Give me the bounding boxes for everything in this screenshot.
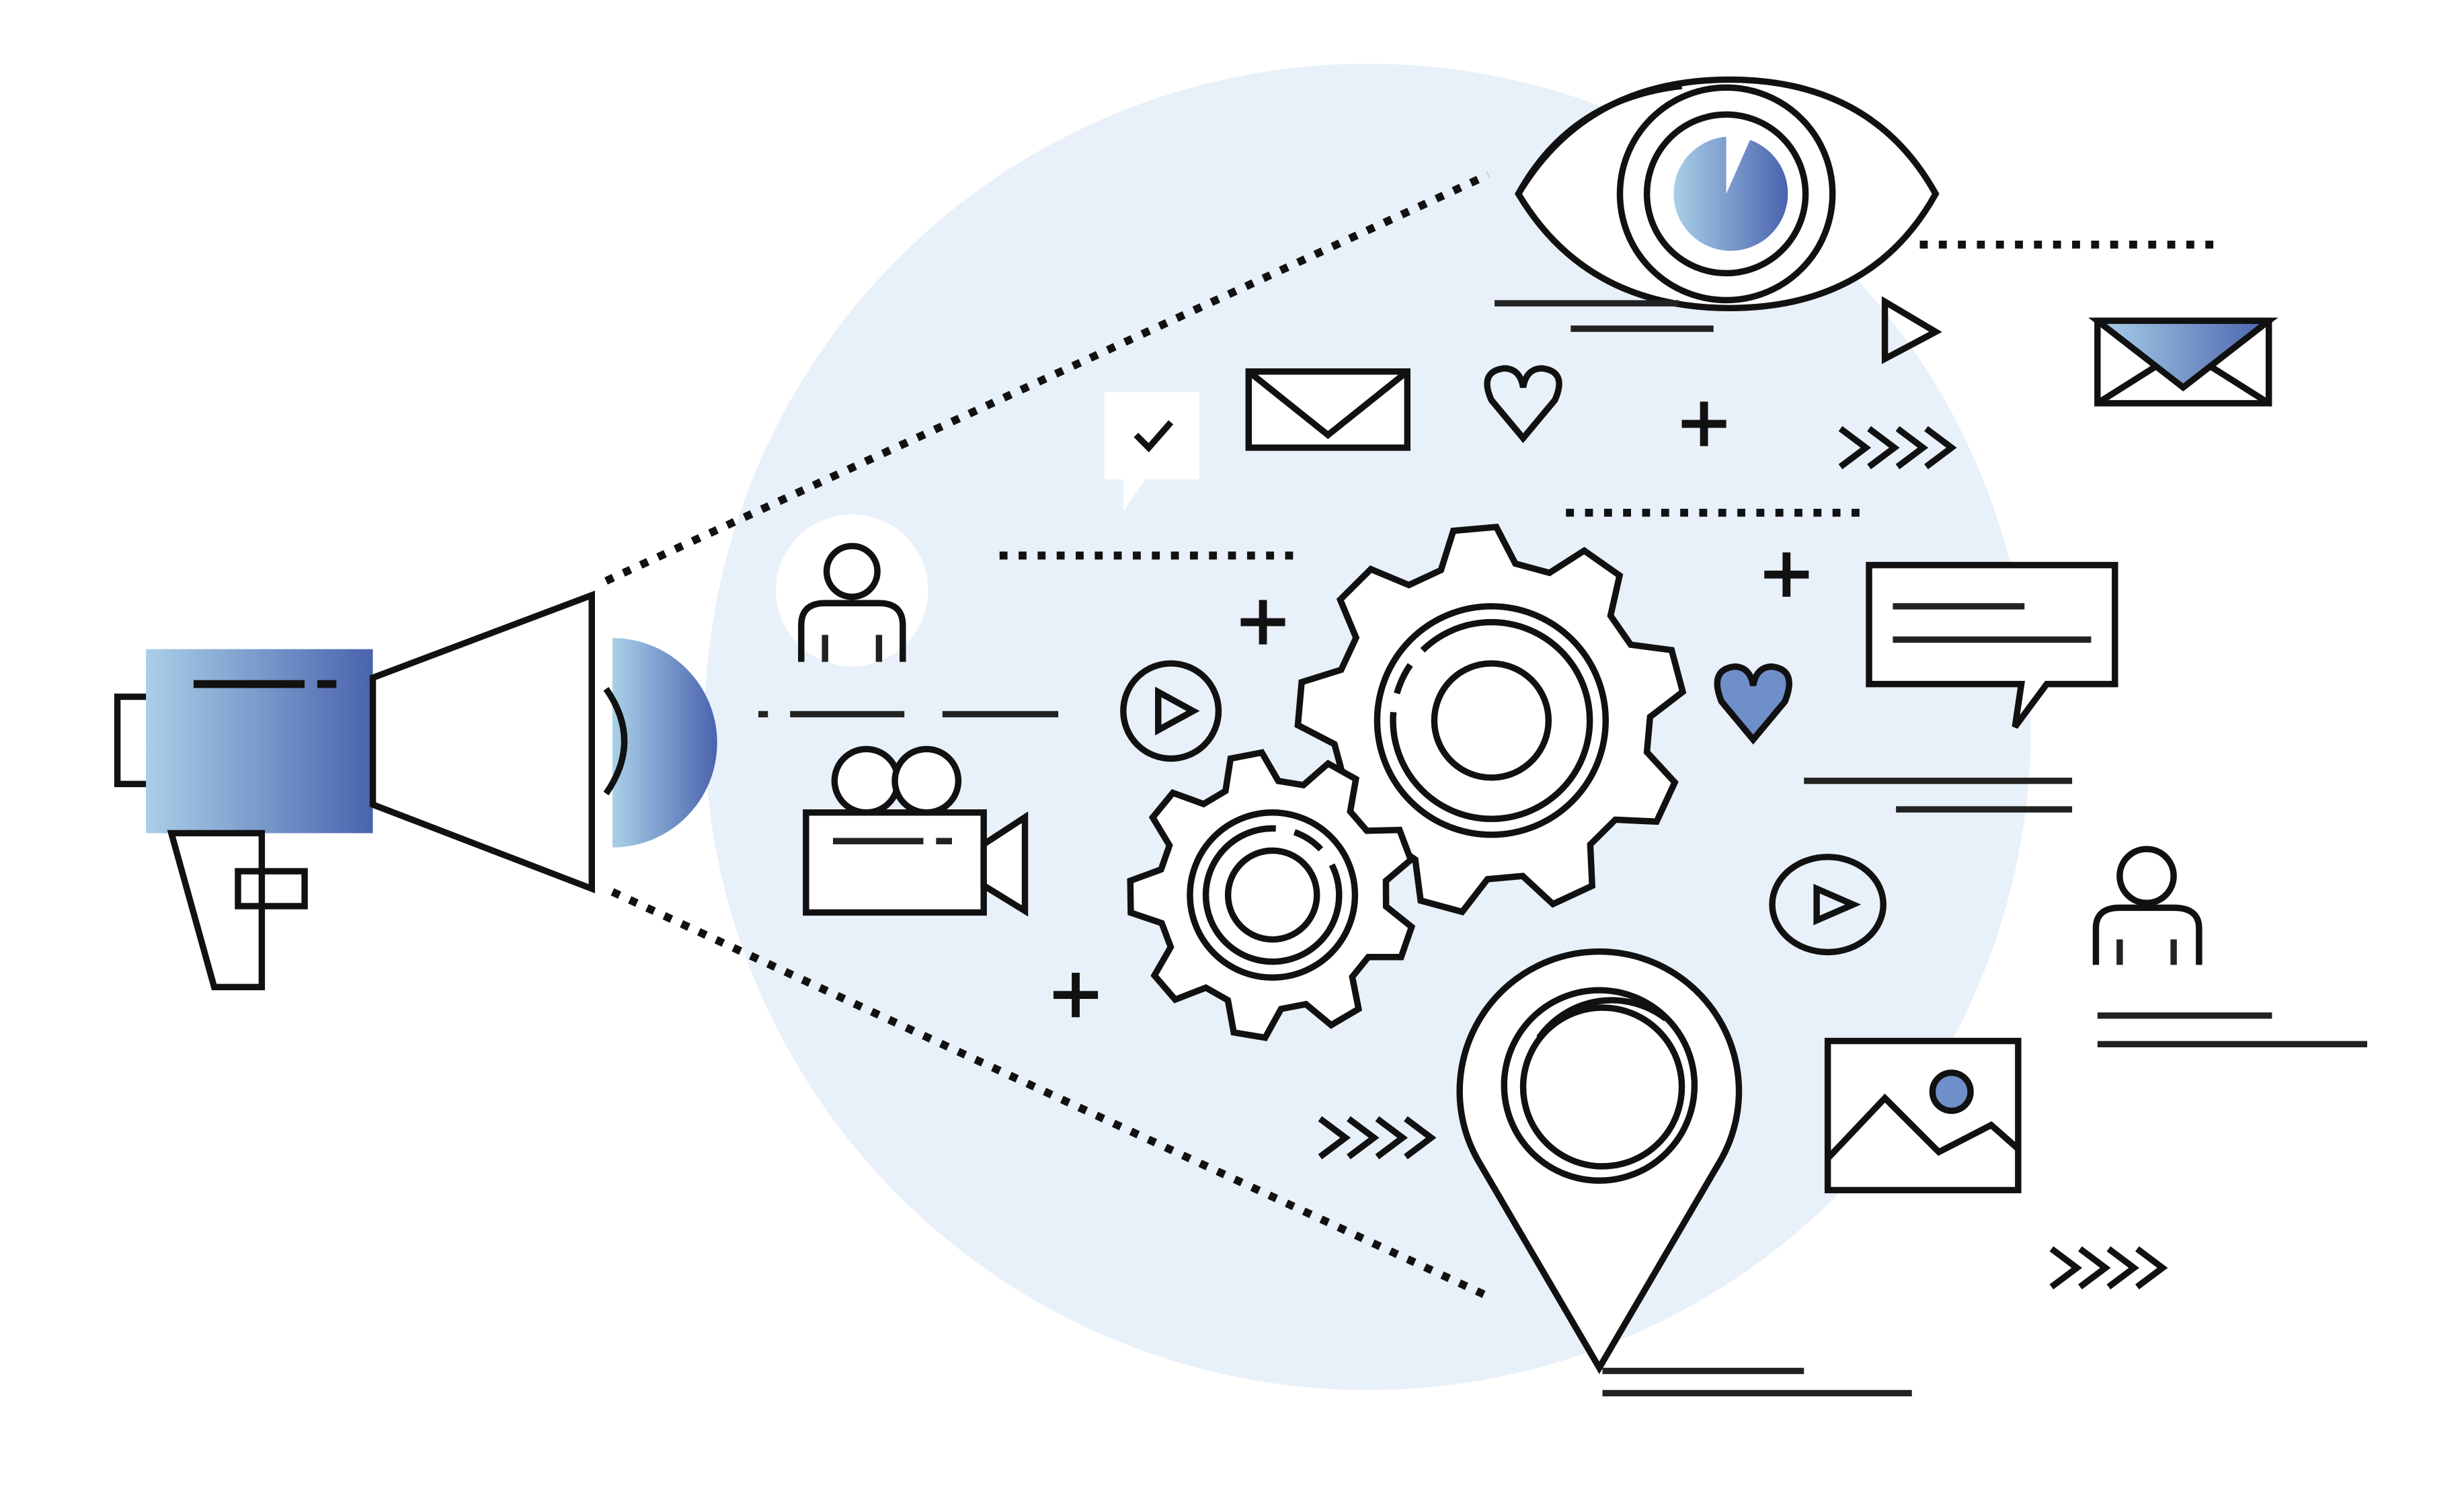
plus-icon — [1681, 401, 1726, 446]
envelope-icon — [1245, 368, 1410, 451]
image-icon — [1824, 1037, 2022, 1194]
eye-icon — [1514, 76, 1940, 312]
user-icon — [2092, 846, 2202, 965]
play-icon — [1120, 660, 1222, 762]
gears-icon — [1127, 523, 1687, 1041]
megaphone-icon — [114, 590, 717, 991]
location-pin-icon — [1456, 948, 1743, 1375]
plus-icon — [1764, 552, 1809, 597]
beam-bottom — [610, 888, 1491, 1300]
envelope-icon — [2088, 317, 2278, 407]
check-bubble-icon — [1104, 392, 1200, 512]
play-icon — [1769, 854, 1886, 956]
plus-icon — [1240, 600, 1285, 645]
user-icon — [776, 514, 928, 667]
chat-bubble-icon — [1866, 561, 2118, 729]
video-camera-icon — [803, 745, 1029, 917]
heart-icon — [1714, 663, 1792, 745]
chevrons-icon — [2049, 1246, 2168, 1290]
chevrons-icon — [1318, 1116, 1437, 1160]
chevrons-icon — [1838, 426, 1957, 470]
heart-icon — [1484, 365, 1562, 444]
play-icon — [1881, 296, 1942, 364]
plus-icon — [1054, 973, 1099, 1018]
